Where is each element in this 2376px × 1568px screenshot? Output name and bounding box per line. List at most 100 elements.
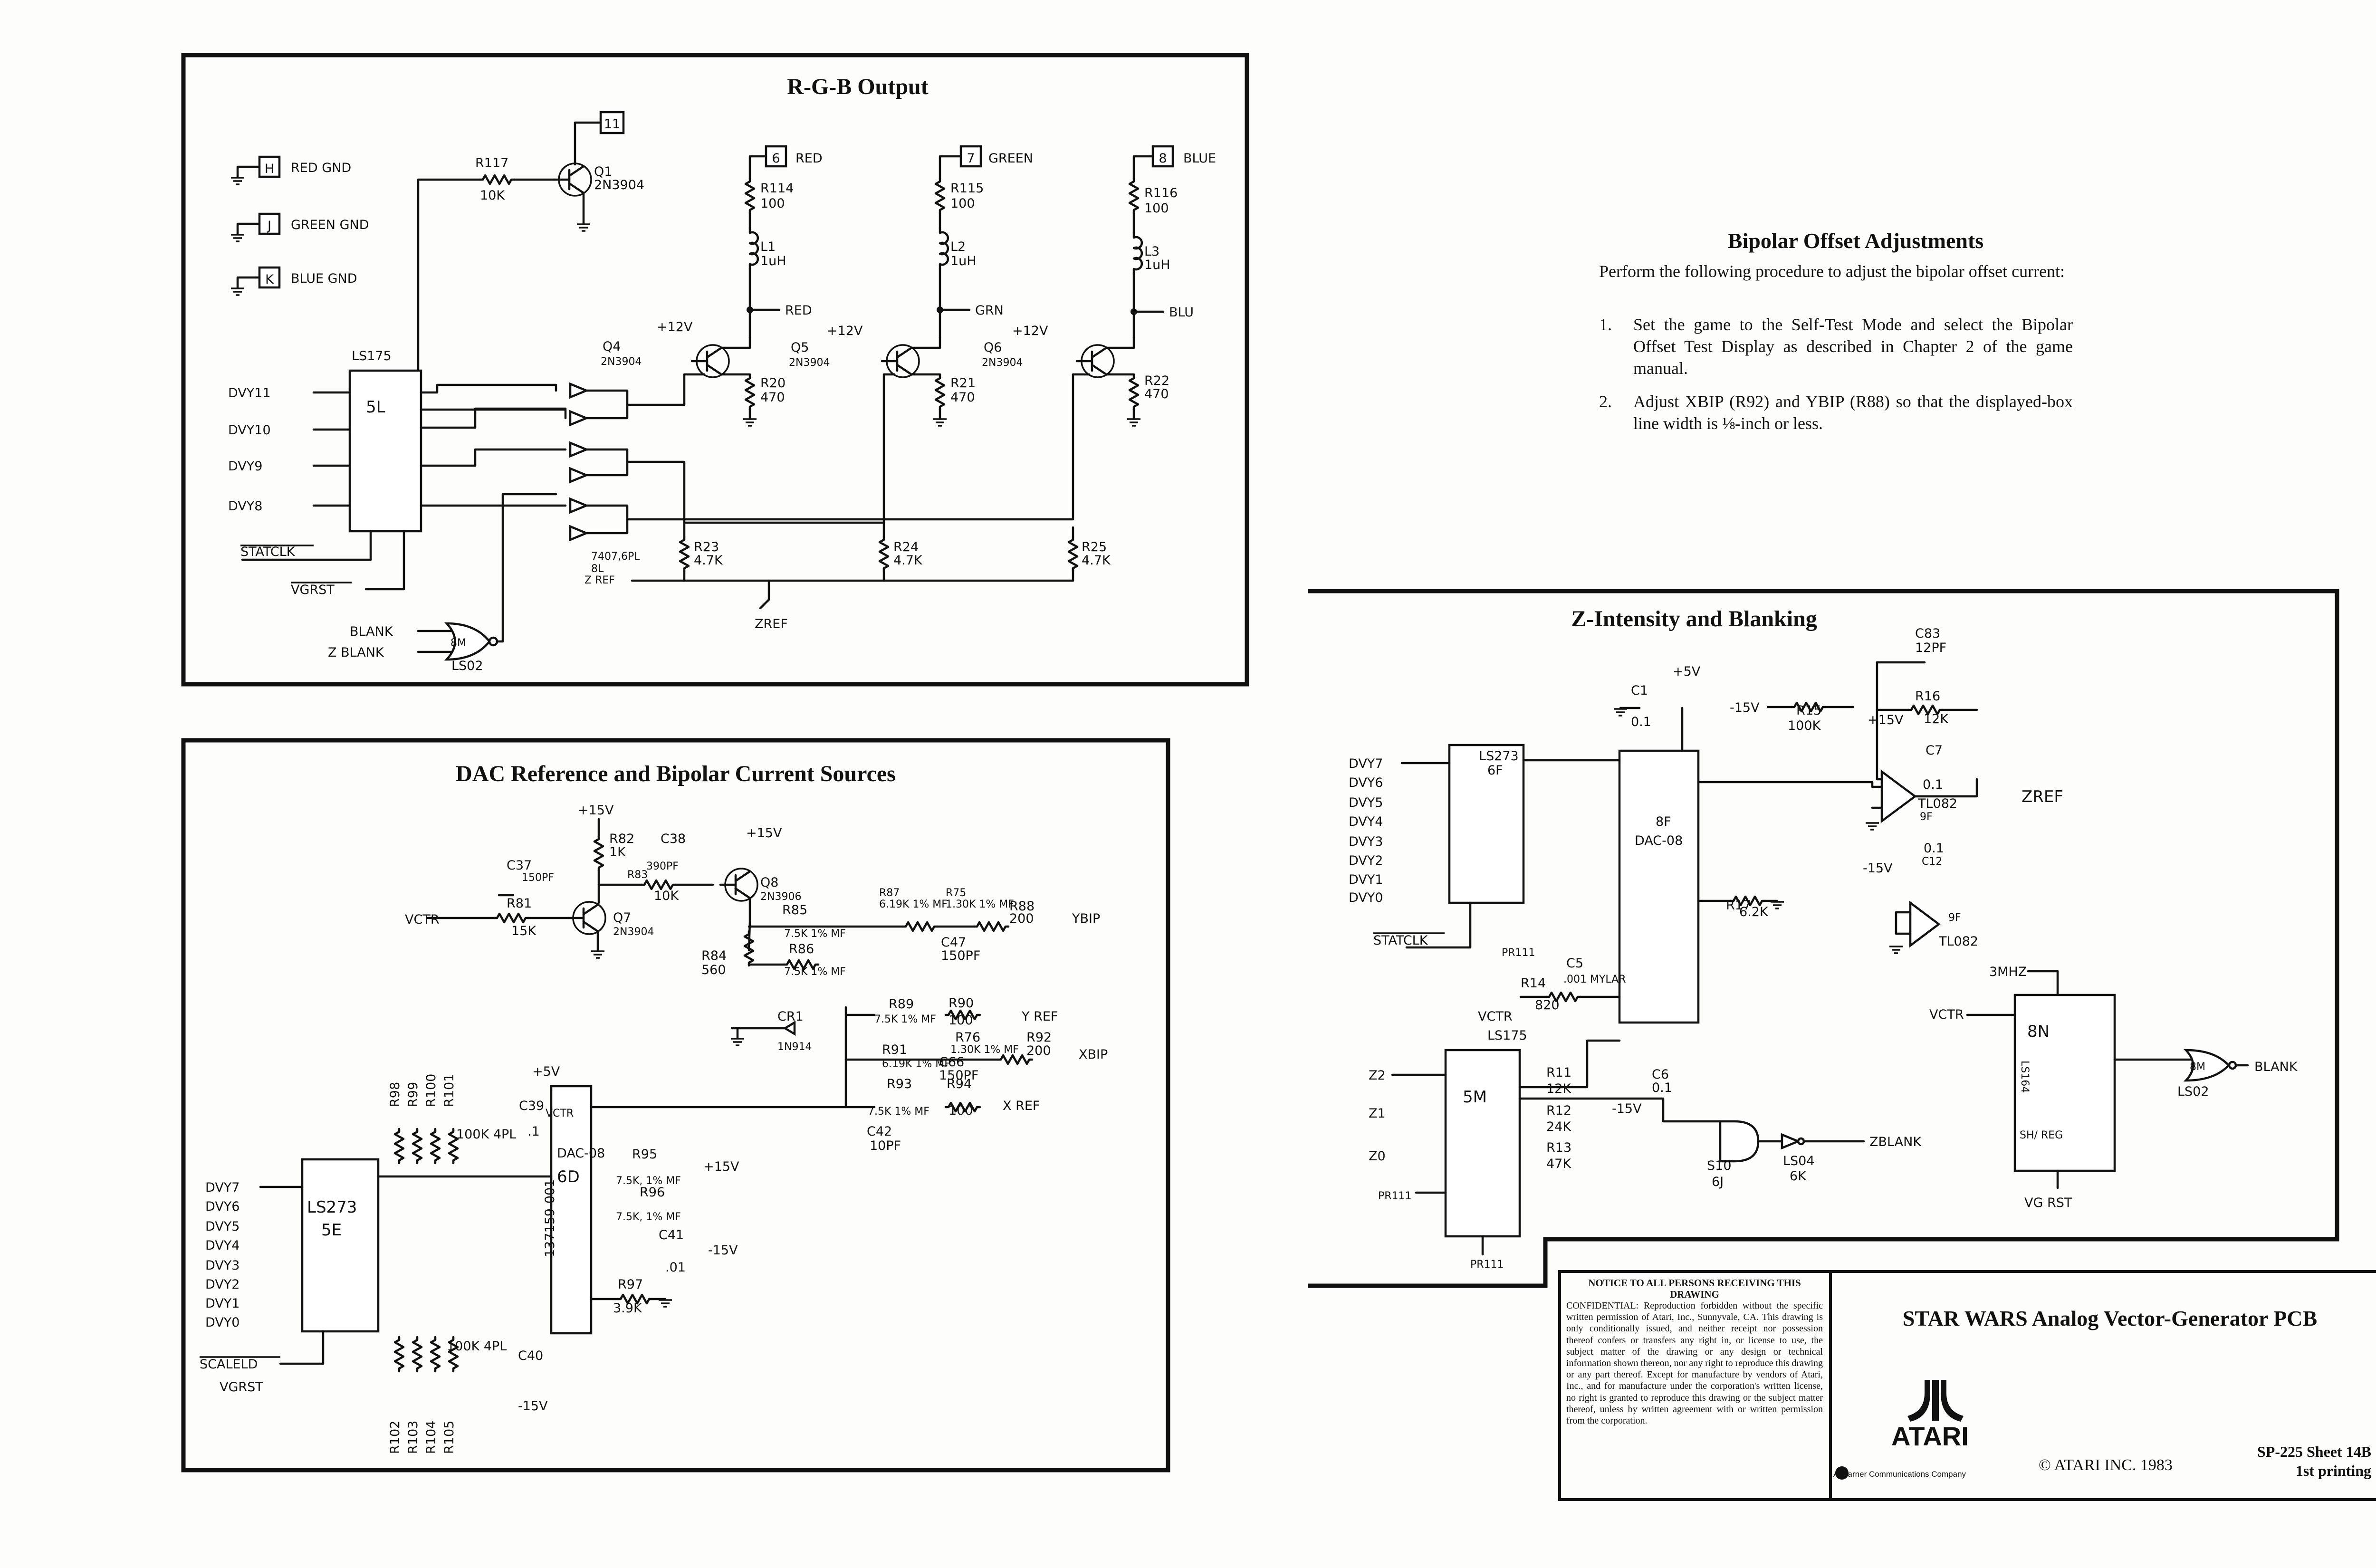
svg-text:C7: C7 [1926,743,1943,758]
svg-text:LS02: LS02 [451,659,483,673]
svg-text:7407,6PL: 7407,6PL [591,551,640,563]
svg-text:DVY6: DVY6 [1349,775,1383,790]
svg-text:0.1: 0.1 [1652,1080,1672,1095]
svg-text:K: K [265,272,274,287]
svg-text:XBIP: XBIP [1079,1047,1108,1062]
svg-text:7: 7 [967,151,975,166]
svg-text:LS04: LS04 [1783,1154,1815,1168]
svg-text:C39: C39 [519,1099,544,1113]
svg-text:DVY3: DVY3 [205,1258,240,1273]
svg-text:6.2K: 6.2K [1739,905,1769,919]
svg-text:7.5K 1% MF: 7.5K 1% MF [784,928,846,940]
svg-text:R20: R20 [760,376,786,391]
svg-text:2N3904: 2N3904 [789,357,830,369]
svg-text:1uH: 1uH [1144,258,1170,272]
svg-text:BLU: BLU [1169,305,1194,320]
svg-text:560: 560 [701,963,726,977]
svg-text:Z BLANK: Z BLANK [328,645,384,660]
svg-text:BLANK: BLANK [350,624,393,639]
svg-text:DVY2: DVY2 [1349,853,1383,868]
svg-text:R22: R22 [1144,373,1169,388]
svg-text:L1: L1 [760,239,776,254]
svg-text:BLUE: BLUE [1183,151,1216,166]
svg-text:S10: S10 [1707,1158,1732,1173]
svg-text:DVY1: DVY1 [1349,872,1383,887]
svg-text:6.19K 1% MF: 6.19K 1% MF [882,1058,950,1070]
svg-text:R23: R23 [694,540,719,555]
svg-text:R99: R99 [406,1082,421,1107]
svg-text:12PF: 12PF [1915,641,1946,655]
bipolar-step: 2. Adjust XBIP (R92) and YBIP (R88) so t… [1599,391,2074,438]
svg-text:DVY9: DVY9 [228,459,262,474]
svg-text:R90: R90 [948,996,974,1011]
svg-text:470: 470 [950,390,975,405]
svg-text:1.30K 1% MF: 1.30K 1% MF [946,899,1014,910]
ls273-6f-chip: LS273 6F DVY7 DVY6 DVY5 DVY4 DVY3 DVY2 D… [1349,744,1621,959]
svg-text:DVY6: DVY6 [205,1199,240,1214]
svg-text:R82: R82 [609,832,634,846]
svg-text:DVY8: DVY8 [228,499,262,514]
svg-text:Z0: Z0 [1369,1149,1386,1164]
svg-text:8: 8 [1159,151,1167,166]
svg-text:-15V: -15V [708,1243,738,1258]
sheet-info: SP-225 Sheet 14B 1st printing [2148,1442,2371,1480]
svg-text:C42: C42 [867,1124,892,1139]
svg-text:PR111: PR111 [1502,947,1535,959]
svg-text:7.5K, 1% MF: 7.5K, 1% MF [616,1175,681,1187]
copyright: © ATARI INC. 1983 [2039,1456,2173,1474]
svg-text:+15V: +15V [1868,713,1904,727]
svg-text:7.5K 1% MF: 7.5K 1% MF [874,1013,936,1025]
svg-text:DVY4: DVY4 [1349,814,1383,829]
svg-text:LS175: LS175 [352,349,392,363]
svg-text:DVY4: DVY4 [205,1238,240,1253]
svg-text:DVY3: DVY3 [1349,834,1383,849]
ls175-5m-chip: LS175 5M Z2 Z1 Z0 PR111 PR111 [1369,1028,1527,1271]
svg-text:R11: R11 [1546,1065,1571,1080]
svg-text:R16: R16 [1915,689,1940,704]
svg-text:R85: R85 [782,903,807,918]
title-block [1558,1270,2376,1501]
tl082-opamp-a: TL082 9F [1880,769,1957,823]
svg-text:150PF: 150PF [939,1068,978,1083]
svg-text:R83: R83 [627,869,648,881]
svg-text:R81: R81 [507,896,532,911]
bipolar-heading: Bipolar Offset Adjustments [1727,229,1984,253]
svg-text:C5: C5 [1566,956,1583,971]
svg-text:10PF: 10PF [870,1138,901,1153]
svg-text:DVY0: DVY0 [1349,890,1383,905]
svg-text:YBIP: YBIP [1072,911,1100,926]
notice-text: CONFIDENTIAL: Reproduction forbidden wit… [1566,1300,1823,1426]
svg-text:Q8: Q8 [760,875,778,890]
svg-text:15K: 15K [511,924,537,938]
svg-text:SH/ REG: SH/ REG [2020,1129,2063,1141]
step-text: Adjust XBIP (R92) and YBIP (R88) so that… [1633,392,2073,433]
svg-text:DVY7: DVY7 [1349,756,1383,771]
svg-text:DVY1: DVY1 [205,1296,240,1311]
svg-text:BLUE GND: BLUE GND [291,271,357,286]
svg-text:LS175: LS175 [1487,1028,1527,1043]
sheet-number: SP-225 Sheet 14B [2257,1443,2371,1460]
svg-text:+15V: +15V [746,826,782,841]
svg-text:DAC-08: DAC-08 [1635,833,1683,848]
svg-text:R84: R84 [701,948,727,963]
svg-text:R100: R100 [424,1074,439,1107]
svg-text:C12: C12 [1922,856,1942,868]
svg-text:R86: R86 [789,942,814,956]
svg-text:C37: C37 [507,858,532,873]
dac-title: DAC Reference and Bipolar Current Source… [456,761,896,786]
svg-text:6K: 6K [1790,1169,1807,1184]
svg-text:STATCLK: STATCLK [1373,933,1428,948]
svg-text:DAC-08: DAC-08 [557,1146,605,1161]
svg-text:10K: 10K [654,889,679,903]
svg-text:6: 6 [772,151,780,166]
svg-text:8N: 8N [2027,1022,2050,1041]
svg-text:+5V: +5V [532,1064,560,1079]
svg-text:150PF: 150PF [522,872,554,884]
svg-text:RED: RED [795,151,823,166]
svg-text:VGRST: VGRST [291,583,335,597]
resistor-pack-top: R98 R99 R100 R101 100K 4PL [388,1074,516,1163]
step-number: 2. [1599,392,1612,411]
rgb-title: R-G-B Output [787,74,928,99]
svg-text:+12V: +12V [1012,324,1048,338]
